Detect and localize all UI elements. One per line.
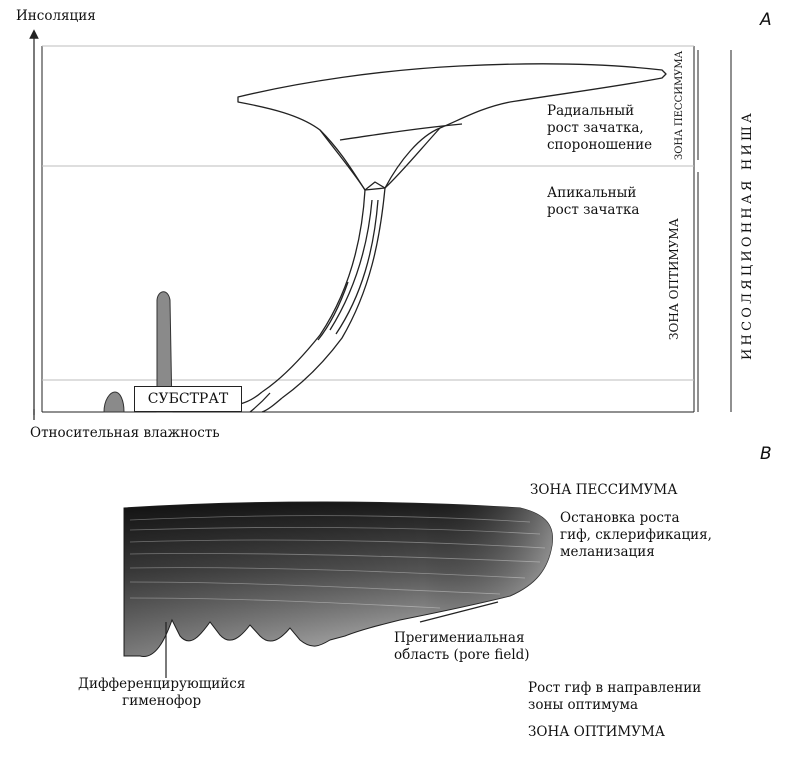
- stop-growth-label: Остановка роста гиф, склерификация, мела…: [560, 510, 712, 560]
- hyphae-growth-label: Рост гиф в направлении зоны оптимума: [528, 680, 702, 713]
- fruit-body-drawing: [237, 63, 667, 413]
- radial-growth-label: Радиальный рост зачатка, спороношение: [547, 103, 653, 153]
- substrate-label: СУБСТРАТ: [147, 391, 229, 407]
- substrate-box: СУБСТРАТ: [134, 386, 242, 412]
- panel-b-label: B: [760, 444, 772, 464]
- hymenophore-label: Дифференцирующийся гименофор: [78, 676, 246, 709]
- pregymenial-label: Прегимениальная область (pore field): [394, 630, 530, 663]
- b-zone-optimum-label: ЗОНА ОПТИМУМА: [528, 724, 666, 740]
- pregymenial-pointer: [419, 601, 499, 623]
- primordium-tall: [156, 291, 173, 413]
- x-axis-label: Относительная влажность: [30, 425, 220, 441]
- b-zone-pessimum-label: ЗОНА ПЕССИМУМА: [530, 482, 678, 498]
- tissue-section: [123, 501, 554, 657]
- apical-growth-label: Апикальный рост зачатка: [547, 185, 640, 218]
- panel-a-label: A: [760, 10, 772, 30]
- primordium-small: [103, 391, 125, 413]
- y-axis-label: Инсоляция: [16, 8, 96, 24]
